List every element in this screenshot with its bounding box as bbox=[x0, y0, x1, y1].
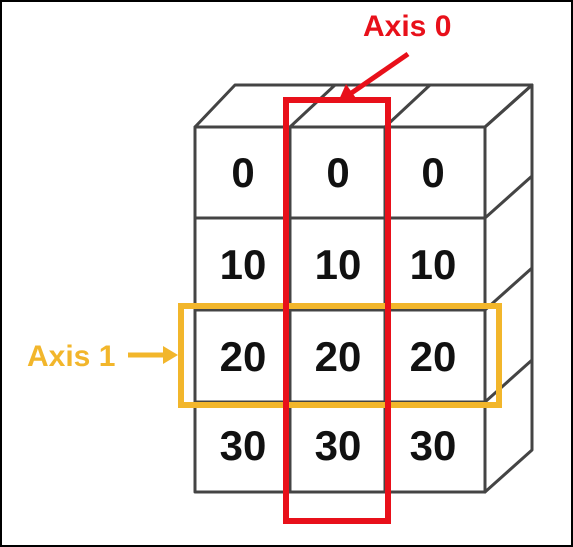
top-face-divider bbox=[383, 83, 432, 129]
axis1-highlight bbox=[178, 303, 502, 408]
array-cell: 30 bbox=[220, 422, 267, 469]
array-cell: 10 bbox=[220, 241, 267, 288]
axis0-highlight bbox=[283, 97, 391, 524]
axis1-arrow bbox=[128, 346, 178, 364]
array-cell: 0 bbox=[421, 149, 444, 196]
axis1-label: Axis 1 bbox=[27, 340, 115, 373]
axis0-label: Axis 0 bbox=[363, 10, 451, 43]
top-face-divider bbox=[288, 83, 337, 129]
array-cell: 30 bbox=[315, 422, 362, 469]
array-cell: 10 bbox=[315, 241, 362, 288]
array-cell: 20 bbox=[410, 333, 457, 380]
right-face-divider bbox=[484, 174, 533, 220]
axis0-arrow bbox=[338, 51, 410, 102]
array-cell: 0 bbox=[231, 149, 254, 196]
cell-values: 0 0 0 10 10 10 20 20 20 30 30 30 bbox=[220, 149, 457, 469]
array-cell: 30 bbox=[410, 422, 457, 469]
array-cell: 20 bbox=[220, 333, 267, 380]
right-face-divider bbox=[484, 358, 533, 404]
top-face bbox=[193, 83, 534, 129]
array-cell: 10 bbox=[410, 241, 457, 288]
array-cell: 0 bbox=[326, 149, 349, 196]
array-cell: 20 bbox=[315, 333, 362, 380]
